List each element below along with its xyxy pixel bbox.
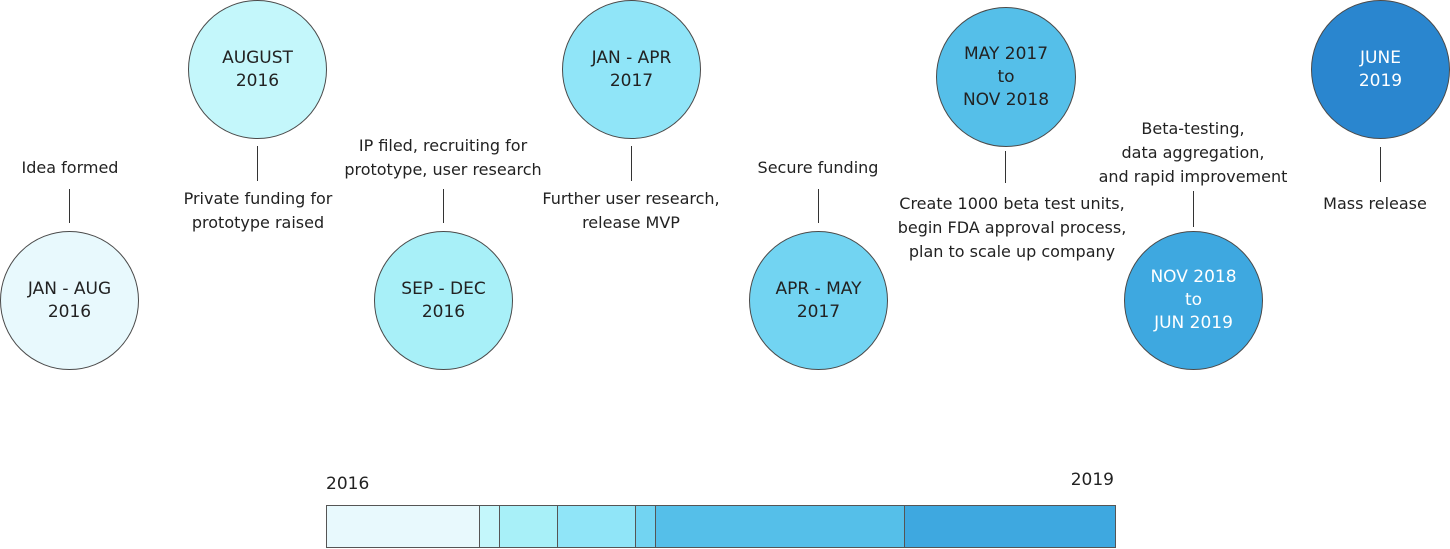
milestone-4-circle: JAN - APR 2017	[562, 0, 701, 139]
milestone-8-description: Mass release	[1300, 192, 1450, 216]
milestone-7-period-line-1: NOV 2018	[1150, 267, 1237, 287]
timeline-segment-2	[480, 506, 501, 547]
timeline-bar	[326, 505, 1116, 548]
milestone-7-description-line-1: Beta-testing,	[1141, 119, 1245, 138]
milestone-3-circle: SEP - DEC 2016	[374, 231, 513, 370]
milestone-4-period-line-2: 2017	[609, 70, 654, 91]
milestone-6-description-line-1: Create 1000 beta test units,	[899, 194, 1125, 213]
milestone-7-description-line-3: and rapid improvement	[1098, 167, 1288, 186]
milestone-7-description-line-2: data aggregation,	[1121, 143, 1265, 162]
milestone-5-description: Secure funding	[738, 156, 898, 180]
milestone-7-period-line-3: JUN 2019	[1154, 313, 1233, 333]
milestone-5-period-line-1: APR - MAY	[775, 278, 862, 299]
timeline-segment-3	[500, 506, 559, 547]
milestone-5-circle: APR - MAY 2017	[749, 231, 888, 370]
timeline-segment-7	[904, 506, 1115, 547]
milestone-1-period-line-2: 2016	[47, 301, 92, 322]
milestone-4-connector	[631, 146, 632, 181]
milestone-2-description: Private funding for prototype raised	[158, 187, 358, 235]
milestone-5-period-line-2: 2017	[796, 301, 841, 322]
milestone-6-period-line-2: to	[997, 66, 1015, 87]
milestone-6-description-line-2: begin FDA approval process,	[897, 218, 1127, 237]
milestone-2-period-line-2: 2016	[235, 70, 280, 91]
milestone-1-connector	[69, 189, 70, 223]
milestone-5-connector	[818, 189, 819, 223]
milestone-4-description-line-1: Further user research,	[542, 189, 720, 208]
timeline-segment-6	[655, 506, 905, 547]
milestone-4-period-line-1: JAN - APR	[591, 47, 672, 68]
milestone-3-period-line-1: SEP - DEC	[401, 278, 486, 299]
timeline-start-year-label: 2016	[326, 474, 370, 494]
milestone-8-period-line-1: JUNE	[1360, 47, 1401, 68]
milestone-6-period-line-3: NOV 2018	[962, 89, 1050, 110]
milestone-2-circle: AUGUST 2016	[188, 0, 327, 139]
milestone-2-description-line-2: prototype raised	[191, 213, 325, 232]
milestone-6-connector	[1005, 151, 1006, 183]
milestone-3-connector	[443, 189, 444, 223]
milestone-7-period-line-2: to	[1184, 290, 1203, 310]
milestone-2-period-line-1: AUGUST	[222, 47, 293, 68]
milestone-3-description: IP filed, recruiting for prototype, user…	[326, 134, 560, 182]
milestone-1-description-line-1: Idea formed	[21, 158, 119, 177]
milestone-8-period-line-2: 2019	[1358, 70, 1403, 91]
milestone-1-circle: JAN - AUG 2016	[0, 231, 139, 370]
timeline-segment-4	[558, 506, 636, 547]
timeline-segment-1	[327, 506, 481, 547]
milestone-1-period-line-1: JAN - AUG	[27, 278, 112, 299]
milestone-3-period-line-2: 2016	[421, 301, 466, 322]
milestone-7-connector	[1193, 191, 1194, 227]
milestone-6-period-line-1: MAY 2017	[963, 43, 1049, 64]
milestone-2-description-line-1: Private funding for	[183, 189, 333, 208]
milestone-6-description-line-3: plan to scale up company	[908, 242, 1116, 261]
timeline-end-year-label: 2019	[1070, 470, 1114, 490]
milestone-1-description: Idea formed	[0, 156, 150, 180]
milestone-5-description-line-1: Secure funding	[757, 158, 879, 177]
milestone-6-circle: MAY 2017 to NOV 2018	[936, 7, 1076, 147]
milestone-8-description-line-1: Mass release	[1323, 194, 1427, 213]
milestone-6-description: Create 1000 beta test units, begin FDA a…	[880, 192, 1144, 264]
milestone-4-description-line-2: release MVP	[582, 213, 680, 232]
milestone-2-connector	[257, 146, 258, 181]
milestone-8-connector	[1380, 147, 1381, 182]
milestone-3-description-line-2: prototype, user research	[344, 160, 542, 179]
milestone-7-description: Beta-testing, data aggregation, and rapi…	[1078, 117, 1308, 189]
milestone-7-circle: NOV 2018 to JUN 2019	[1124, 231, 1263, 370]
milestone-4-description: Further user research, release MVP	[521, 187, 741, 235]
milestone-3-description-line-1: IP filed, recruiting for	[358, 136, 528, 155]
milestone-8-circle: JUNE 2019	[1311, 0, 1450, 139]
timeline-segment-5	[635, 506, 656, 547]
